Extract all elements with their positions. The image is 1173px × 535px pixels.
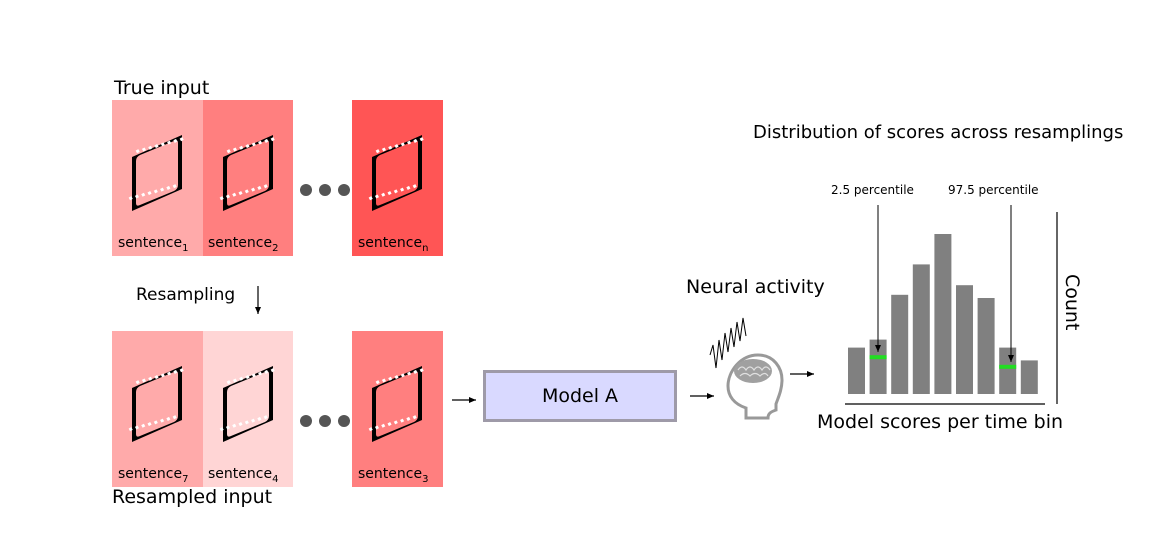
neural-trace [709, 317, 747, 369]
true-sentence-panel-2 [203, 100, 293, 256]
resampled-sentence-label-1: sentence7 [118, 466, 189, 485]
true-input-label: True input [114, 77, 210, 99]
resampled-input-ellipsis [300, 415, 350, 427]
percentile-marker [869, 355, 887, 360]
model-a-label: Model A [541, 385, 619, 407]
upper-percentile-label: 97.5 percentile [948, 183, 1039, 197]
film-strip-icon [362, 127, 432, 221]
film-strip-icon [122, 358, 192, 452]
resampled-sentence-label-2: sentence4 [208, 466, 279, 485]
true-sentence-label-n: sentencen [358, 235, 429, 254]
histogram-bar [912, 264, 930, 394]
resampled-sentence-label-3: sentence3 [358, 466, 429, 485]
true-sentence-panel-1 [112, 100, 203, 256]
histogram-bar [999, 347, 1017, 394]
histogram-bar [977, 298, 995, 394]
distribution-title: Distribution of scores across resampling… [753, 122, 1124, 143]
resampling-label: Resampling [136, 285, 236, 305]
percentile-marker [999, 364, 1017, 369]
histogram-bar [891, 294, 909, 394]
resampled-sentence-panel-1 [112, 331, 203, 487]
film-strip-icon [362, 358, 432, 452]
histogram-bar [934, 234, 952, 394]
film-strip-icon [213, 127, 283, 221]
film-strip-icon [122, 127, 192, 221]
model-a-box: Model A [483, 370, 677, 422]
resampled-sentence-panel-2 [203, 331, 293, 487]
true-sentence-panel-n [352, 100, 443, 256]
histogram-bar [869, 339, 887, 394]
true-sentence-label-2: sentence2 [208, 235, 279, 254]
resampled-sentence-panel-3 [352, 331, 443, 487]
score-histogram [848, 234, 1038, 394]
head-brain-icon [709, 317, 784, 420]
lower-percentile-label: 2.5 percentile [831, 183, 914, 197]
histogram-bar [956, 285, 973, 394]
true-input-ellipsis [300, 184, 350, 196]
histogram-x-label: Model scores per time bin [817, 411, 1064, 433]
histogram-bar [1020, 360, 1038, 394]
resampled-input-label: Resampled input [112, 486, 273, 508]
histogram-bar [848, 347, 865, 394]
film-strip-icon [213, 358, 283, 452]
neural-activity-label: Neural activity [686, 276, 825, 298]
histogram-y-label: Count [1061, 274, 1083, 331]
true-sentence-label-1: sentence1 [118, 235, 189, 254]
